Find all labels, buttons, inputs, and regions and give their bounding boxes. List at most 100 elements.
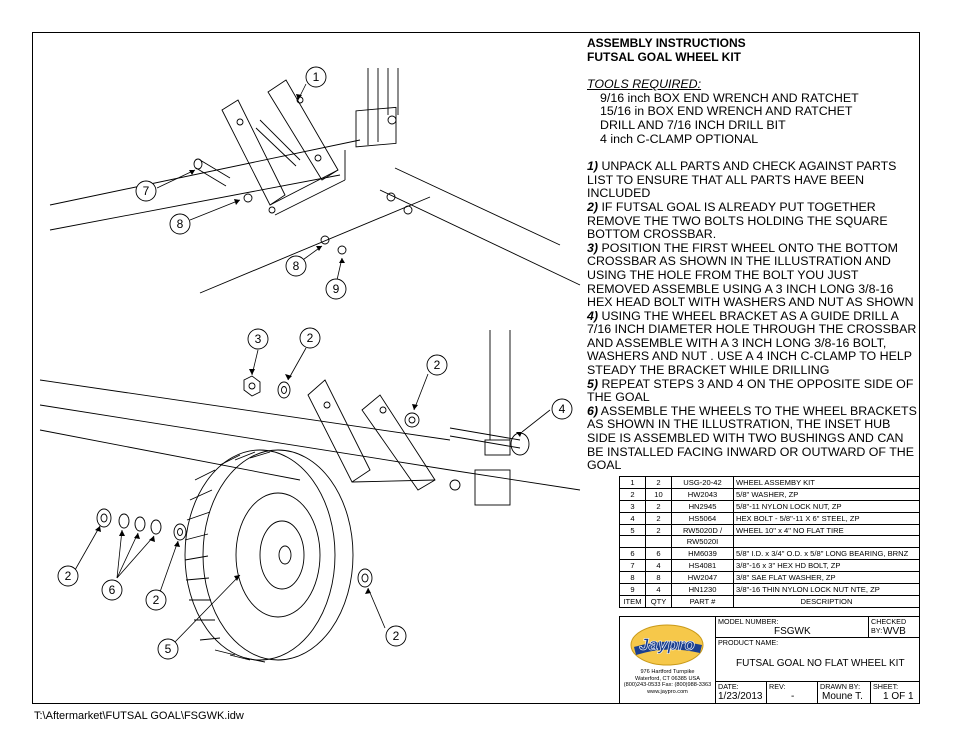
instructions-title: ASSEMBLY INSTRUCTIONS — [587, 36, 746, 50]
product-cell: PRODUCT NAME: FUTSAL GOAL NO FLAT WHEEL … — [715, 637, 920, 682]
bom-cell-qty: 4 — [645, 583, 672, 596]
bom-cell-part: RW5020I — [671, 535, 734, 549]
assembly-instructions: ASSEMBLY INSTRUCTIONS FUTSAL GOAL WHEEL … — [587, 36, 917, 473]
model-cell: MODEL NUMBER: FSGWK — [715, 616, 869, 638]
bottom-crossbar — [39, 330, 581, 506]
bom-cell-part: HS4081 — [671, 559, 734, 573]
balloon-9: 9 — [333, 282, 340, 296]
company-address: 976 Hartford Turnpike Waterford, CT 0638… — [623, 669, 712, 695]
step-item: 2) IF FUTSAL GOAL IS ALREADY PUT TOGETHE… — [587, 199, 888, 242]
steps-list: 1) UNPACK ALL PARTS AND CHECK AGAINST PA… — [587, 159, 917, 473]
revision: - — [791, 691, 795, 702]
kit-title: FUTSAL GOAL WHEEL KIT — [587, 49, 742, 64]
step-item: 1) UNPACK ALL PARTS AND CHECK AGAINST PA… — [587, 159, 897, 201]
bom-cell-part: HW2047 — [671, 571, 734, 585]
bom-cell-part: HN1230 — [671, 583, 734, 596]
bom-cell-desc: 5/8" WASHER, ZP — [733, 487, 920, 501]
checked-by: WVB — [883, 626, 906, 637]
jaypro-logo: Jaypro — [630, 624, 704, 666]
bom-cell-qty: 10 — [645, 487, 672, 501]
bom-cell-part: USG-20-42 — [671, 476, 734, 489]
tool-item: 15/16 in BOX END WRENCH AND RATCHET — [600, 104, 853, 119]
balloon-2e: 2 — [393, 629, 400, 643]
bom-cell-qty: 2 — [645, 523, 672, 537]
balloon-7: 7 — [143, 184, 150, 198]
rev-cell: REV: - — [766, 681, 818, 704]
bom-cell-part: HW2043 — [671, 487, 734, 501]
balloon-5: 5 — [165, 642, 172, 656]
bom-cell-qty: 6 — [645, 547, 672, 561]
step-item: 5) REPEAT STEPS 3 AND 4 ON THE OPPOSITE … — [587, 376, 914, 405]
bom-cell-item: 3 — [619, 499, 646, 513]
bom-cell-part: RW5020D / — [671, 523, 734, 537]
model-number: FSGWK — [774, 626, 811, 637]
balloon-2a: 2 — [307, 331, 314, 345]
wheel — [184, 449, 354, 663]
bom-cell-desc — [733, 535, 920, 549]
bom-cell-item: 4 — [619, 511, 646, 525]
top-fasteners — [193, 115, 413, 255]
bushings-washers — [96, 508, 373, 588]
bom-header-cell: ITEM — [619, 594, 646, 608]
sheet-number: 1 OF 1 — [883, 691, 914, 702]
bom-cell-desc: 3/8" SAE FLAT WASHER, ZP — [733, 571, 920, 585]
logo-cell: Jaypro 976 Hartford Turnpike Waterford, … — [619, 616, 716, 704]
date-cell: DATE: 1/23/2013 — [715, 681, 767, 704]
bom-cell-part: HN2945 — [671, 499, 734, 513]
product-name: FUTSAL GOAL NO FLAT WHEEL KIT — [736, 658, 905, 669]
bom-header-cell: PART # — [671, 594, 734, 608]
bom-cell-item: 8 — [619, 571, 646, 585]
tool-item: 4 inch C-CLAMP OPTIONAL — [600, 131, 759, 146]
balloon-3: 3 — [255, 332, 262, 346]
leader-lines — [74, 83, 551, 643]
step-item: 6) ASSEMBLE THE WHEELS TO THE WHEEL BRAC… — [587, 403, 917, 473]
bom-cell-item — [619, 535, 646, 549]
bom-cell-qty: 2 — [645, 511, 672, 525]
bom-row: RW5020I — [619, 535, 920, 549]
sheet-cell: SHEET: 1 OF 1 — [870, 681, 920, 704]
balloon-4: 4 — [559, 402, 566, 416]
bom-cell-desc: WHEEL ASSEMBY KIT — [733, 476, 920, 489]
bom-cell-item: 1 — [619, 476, 646, 489]
axle-nut-washer — [243, 375, 291, 399]
top-wheel-bracket — [221, 79, 346, 216]
drawing-frame — [32, 32, 920, 704]
bom-cell-item: 5 — [619, 523, 646, 537]
bom-cell-item: 2 — [619, 487, 646, 501]
svg-text:Jaypro: Jaypro — [639, 635, 695, 654]
date: 1/23/2013 — [718, 691, 763, 702]
drawn-cell: DRAWN BY: Moune T. — [817, 681, 871, 704]
top-crossbar — [49, 68, 581, 294]
bom-cell-desc: 3/8"-16 THIN NYLON LOCK NUT NTE, ZP — [733, 583, 920, 596]
drawn-by: Moune T. — [822, 691, 863, 702]
bottom-wheel-bracket — [307, 379, 461, 491]
tool-item: DRILL AND 7/16 INCH DRILL BIT — [600, 117, 786, 132]
bom-cell-qty: 8 — [645, 571, 672, 585]
bom-cell-desc: 5/8"-11 NYLON LOCK NUT, ZP — [733, 499, 920, 513]
balloon-2d: 2 — [153, 593, 160, 607]
arrowheads — [95, 94, 522, 594]
step-item: 3) POSITION THE FIRST WHEEL ONTO THE BOT… — [587, 240, 914, 310]
item-balloons: 1 7 8 8 9 3 2 2 4 2 6 2 5 2 — [57, 66, 573, 660]
bom-header-cell: DESCRIPTION — [733, 594, 920, 608]
bom-cell-item: 9 — [619, 583, 646, 596]
balloon-6: 6 — [109, 583, 116, 597]
bom-cell-desc: 5/8" I.D. x 3/4" O.D. x 5/8" LONG BEARIN… — [733, 547, 920, 561]
tool-item: 9/16 inch BOX END WRENCH AND RATCHET — [600, 90, 859, 105]
bom-cell-desc: WHEEL 10" x 4" NO FLAT TIRE — [733, 523, 920, 537]
bom-cell-qty — [645, 535, 672, 549]
step-item: 4) USING THE WHEEL BRACKET AS A GUIDE DR… — [587, 308, 917, 378]
bom-cell-qty: 4 — [645, 559, 672, 573]
bom-cell-item: 6 — [619, 547, 646, 561]
axle-bolt — [449, 427, 530, 456]
